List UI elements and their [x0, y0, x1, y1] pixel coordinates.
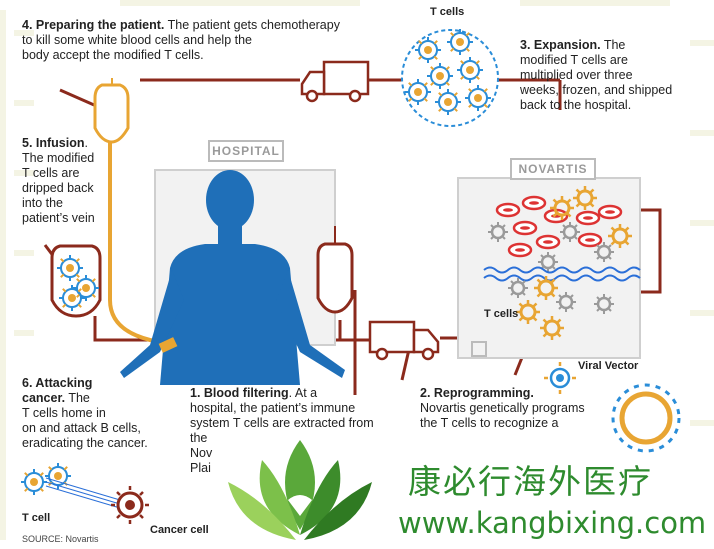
engineered-tcell-large [611, 383, 681, 453]
label-tcell: T cell [22, 512, 51, 524]
label-tcells-lab: T cells [484, 308, 519, 320]
lab-cells [483, 184, 641, 342]
truck-top [300, 60, 370, 103]
attack-illustration [20, 462, 149, 524]
iv-tube [108, 140, 176, 347]
hospital-sign: HOSPITAL [208, 140, 284, 162]
label-tcells-top: T cells [430, 6, 465, 18]
patient-silhouette [120, 170, 345, 385]
step-5-text: 5. Infusion. The modified T cells are dr… [22, 136, 95, 225]
novartis-sign: NOVARTIS [510, 158, 596, 180]
step-4-text: 4. Preparing the patient. The patient ge… [22, 18, 340, 62]
label-cancer-cell: Cancer cell [150, 524, 209, 536]
viral-vector [544, 362, 576, 394]
label-viral-vector: Viral Vector [578, 360, 639, 372]
step-1-text: 1. Blood filtering. At a hospital, the p… [190, 386, 374, 475]
source-note: SOURCE: Novartis [22, 534, 99, 544]
brand-logo [228, 440, 372, 540]
iv-bag-top [93, 83, 130, 144]
step-3-text: 3. Expansion. The modified T cells are m… [520, 38, 673, 112]
expansion-circle [401, 29, 499, 127]
brand-url[interactable]: www.kangbixing.com [398, 506, 707, 540]
brand-name: 康必行海外医疗 [408, 462, 653, 501]
step-2-text: 2. Reprogramming. Novartis genetically p… [420, 386, 585, 430]
truck-bottom [368, 320, 440, 361]
step-6-text: 6. Attacking cancer. The T cells home in… [22, 376, 148, 450]
blood-bag [316, 242, 354, 314]
